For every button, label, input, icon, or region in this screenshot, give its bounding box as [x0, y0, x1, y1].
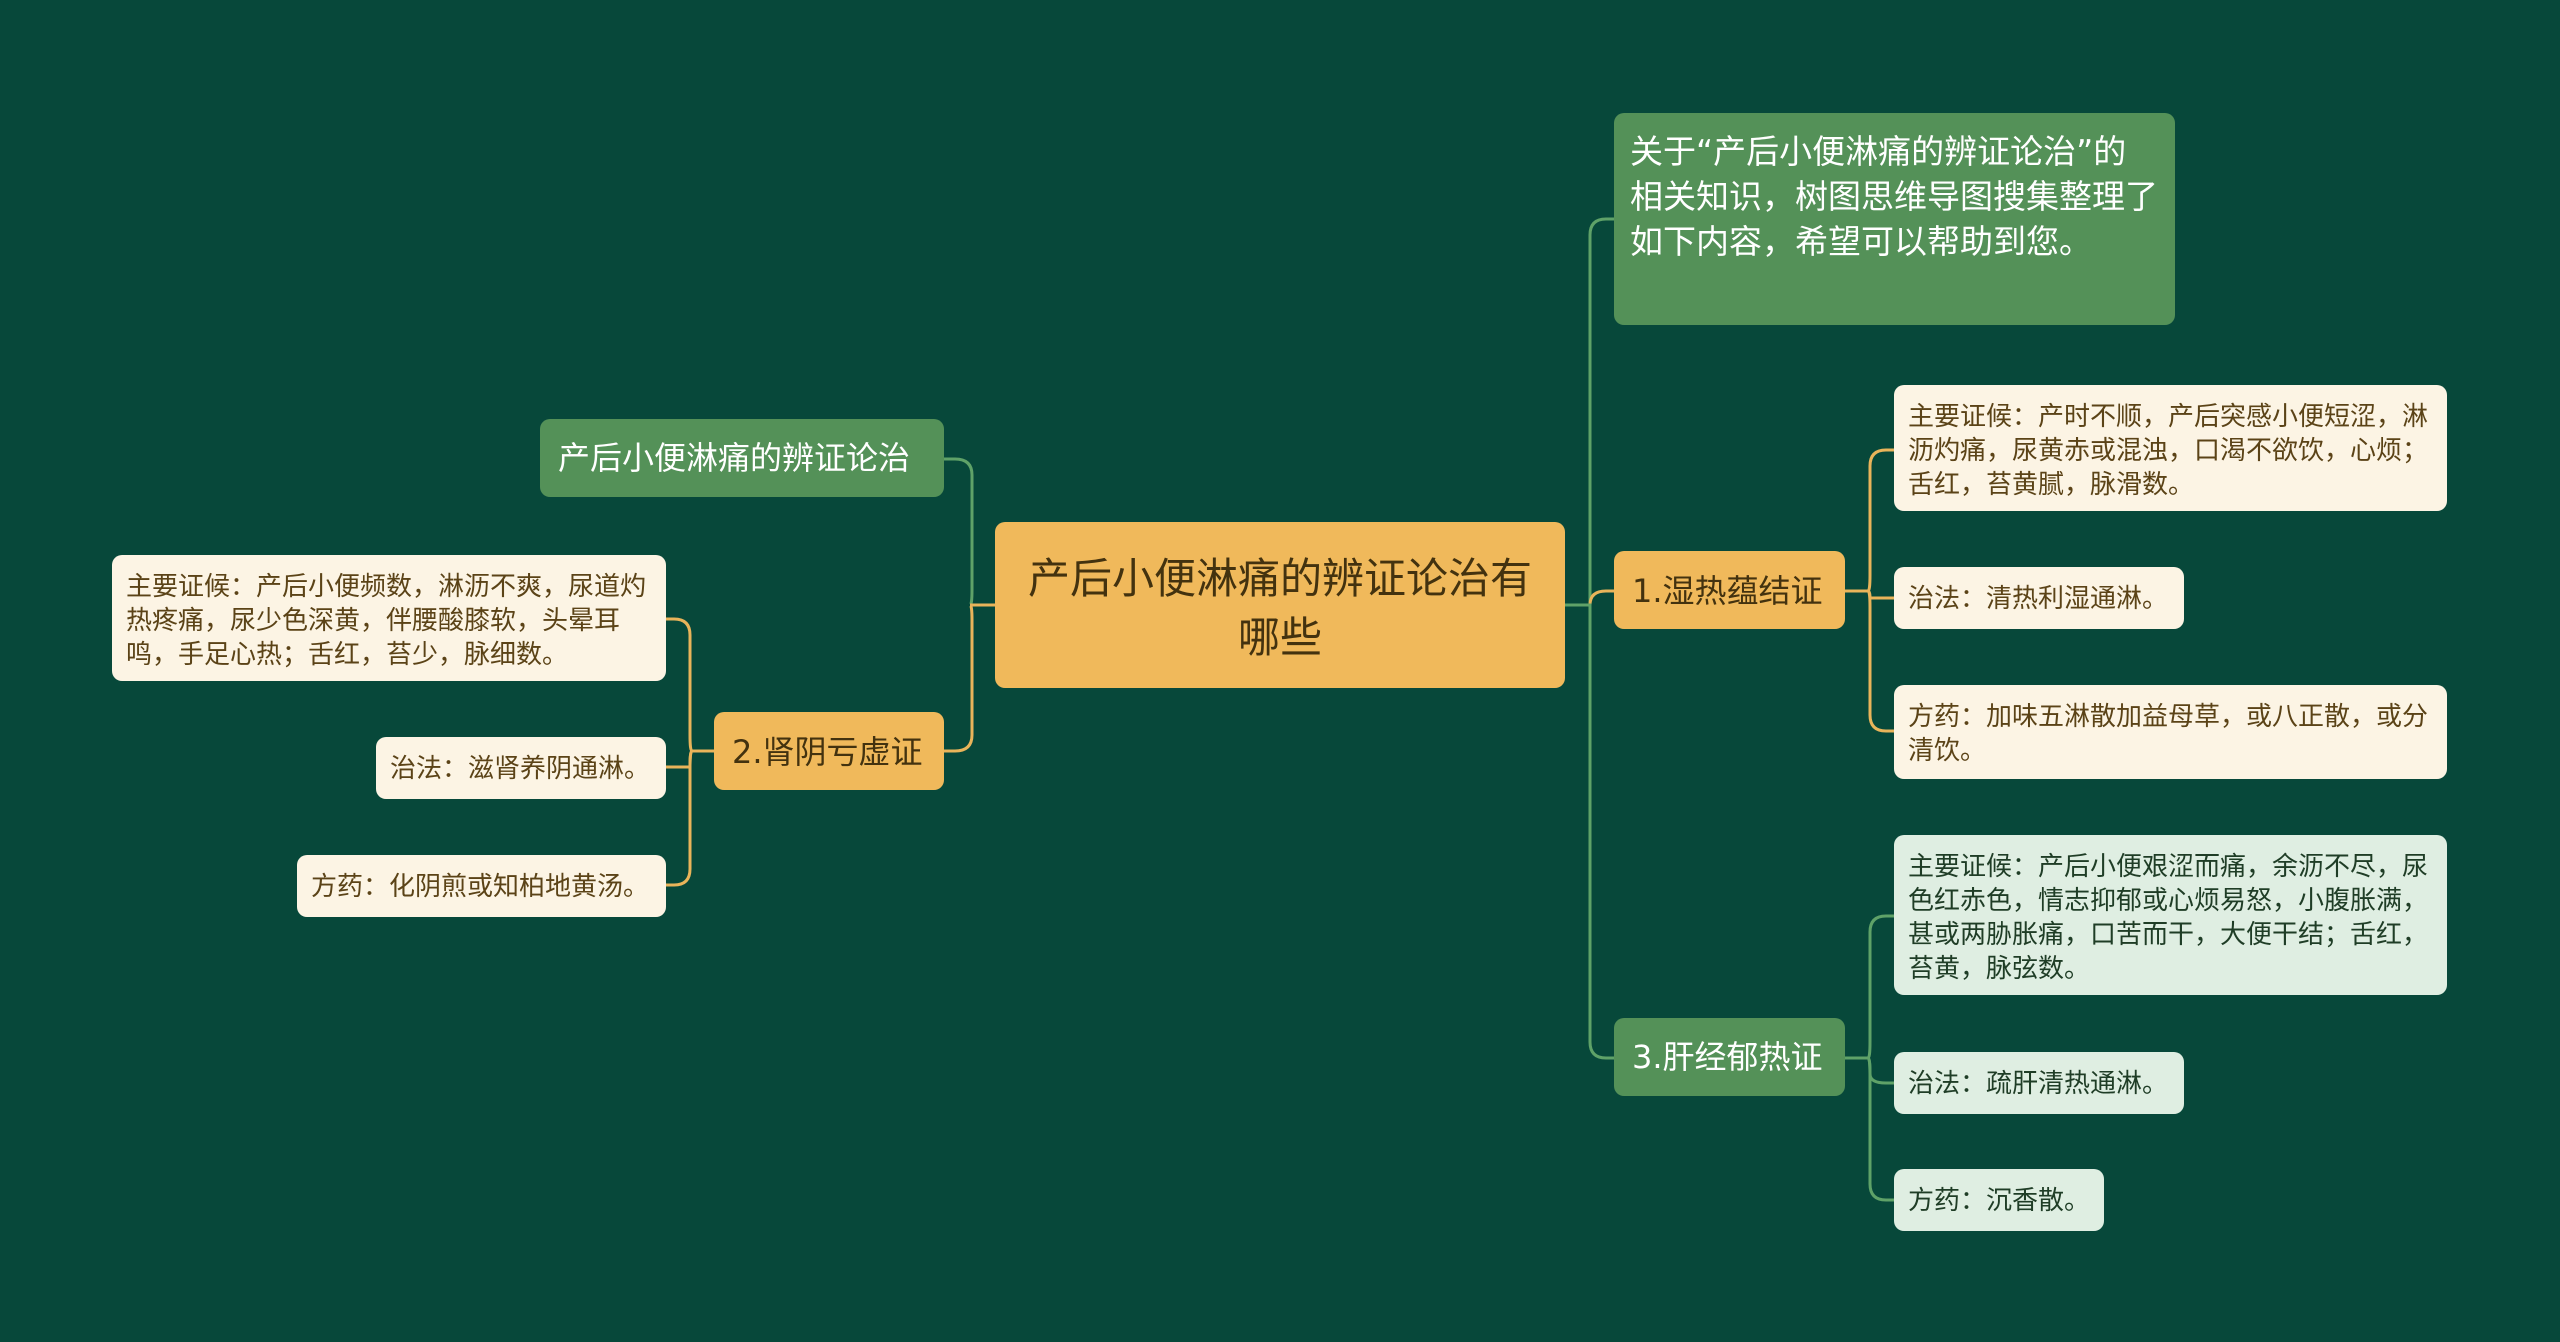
link-root-intro: [1565, 217, 1614, 607]
link-branch3-leaf1: [1845, 914, 1894, 1060]
branch1-symptoms-leaf[interactable]: 主要证候：产时不顺，产后突感小便短涩，淋沥灼痛，尿黄赤或混浊，口渴不欲饮，心烦；…: [1894, 385, 2447, 511]
link-root-branch3: [1565, 603, 1614, 1060]
branch2-symptoms-leaf[interactable]: 主要证候：产后小便频数，淋沥不爽，尿道灼热疼痛，尿少色深黄，伴腰酸膝软，头晕耳鸣…: [112, 555, 666, 681]
link-branch3-leaf3: [1845, 1056, 1894, 1202]
branch3-prescription-leaf[interactable]: 方药：沉香散。: [1894, 1169, 2104, 1231]
left-title-topic[interactable]: 产后小便淋痛的辨证论治: [540, 419, 944, 497]
link-root-branch2: [944, 603, 995, 753]
link-branch2-leaf3: [666, 749, 714, 887]
link-branch1-leaf3: [1845, 589, 1894, 733]
branch1-topic[interactable]: 1.湿热蕴结证: [1614, 551, 1845, 629]
link-branch2-leaf1: [666, 617, 714, 753]
branch1-prescription-leaf[interactable]: 方药：加味五淋散加益母草，或八正散，或分清饮。: [1894, 685, 2447, 779]
intro-note[interactable]: 关于“产后小便淋痛的辨证论治”的相关知识，树图思维导图搜集整理了如下内容，希望可…: [1614, 113, 2175, 325]
link-root-left-title: [944, 457, 995, 607]
branch3-topic[interactable]: 3.肝经郁热证: [1614, 1018, 1845, 1096]
branch2-prescription-leaf[interactable]: 方药：化阴煎或知柏地黄汤。: [297, 855, 666, 917]
root-topic[interactable]: 产后小便淋痛的辨证论治有哪些: [995, 522, 1565, 688]
branch3-treatment-leaf[interactable]: 治法：疏肝清热通淋。: [1894, 1052, 2184, 1114]
link-branch1-leaf1: [1845, 448, 1894, 593]
branch2-topic[interactable]: 2.肾阴亏虚证: [714, 712, 944, 790]
branch3-symptoms-leaf[interactable]: 主要证候：产后小便艰涩而痛，余沥不尽，尿色红赤色，情志抑郁或心烦易怒，小腹胀满，…: [1894, 835, 2447, 995]
branch2-treatment-leaf[interactable]: 治法：滋肾养阴通淋。: [376, 737, 666, 799]
branch1-treatment-leaf[interactable]: 治法：清热利湿通淋。: [1894, 567, 2184, 629]
